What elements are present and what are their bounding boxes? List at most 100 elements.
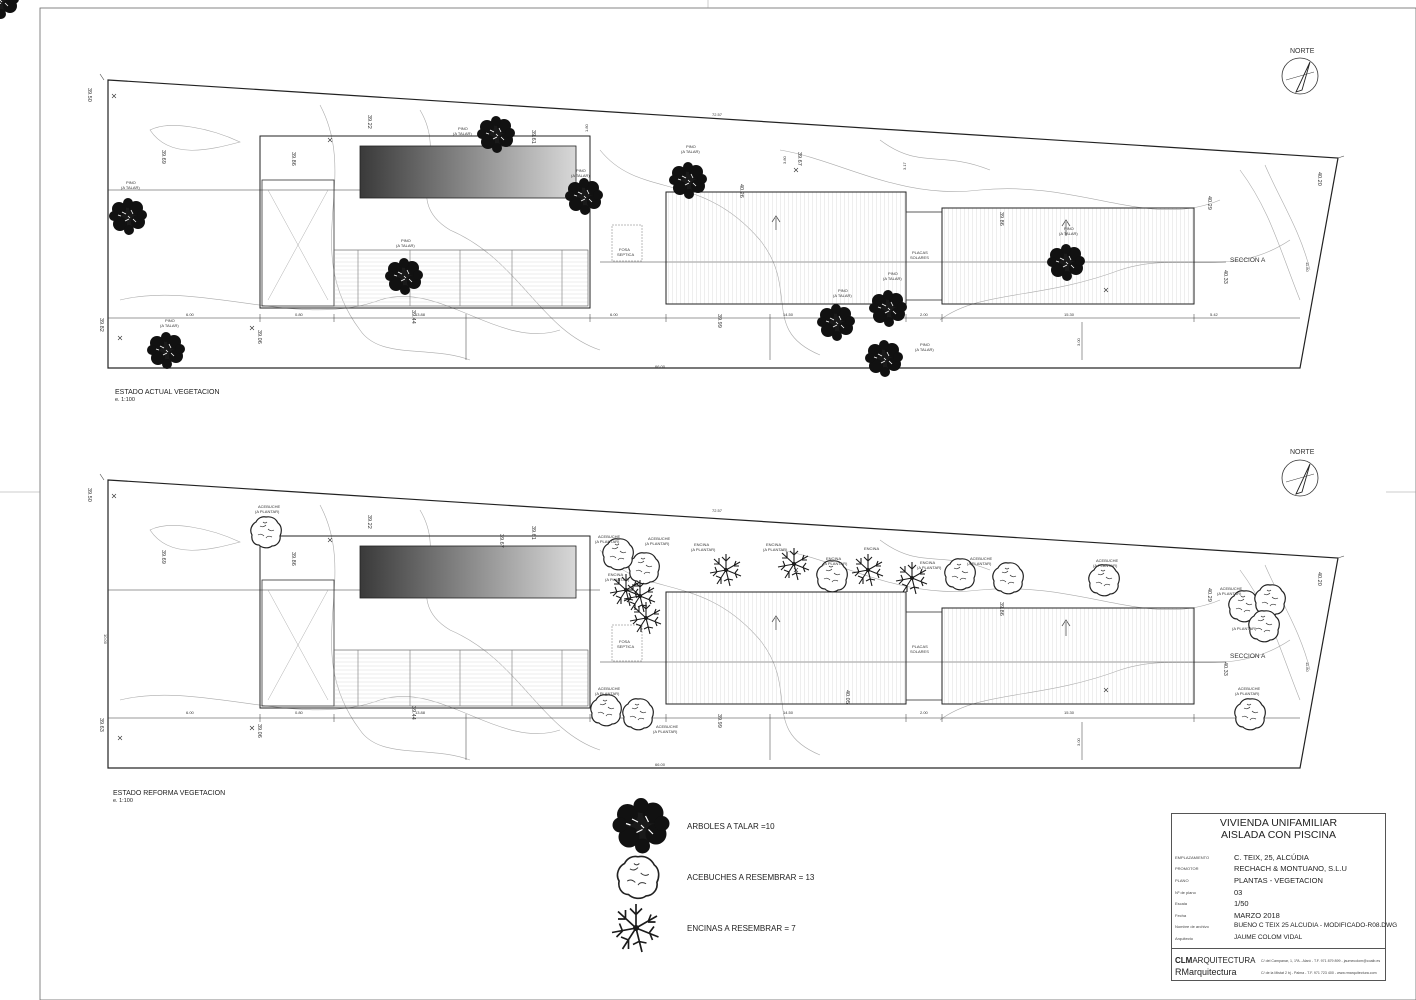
plan-title-actual-text: ESTADO ACTUAL VEGETACION <box>115 389 220 396</box>
seccion-label: SECCION A <box>1230 257 1266 264</box>
tree-encina-icon <box>709 553 742 587</box>
plan-scale-reforma: e. 1:100 <box>113 798 133 804</box>
tree-talar-icon <box>816 303 856 342</box>
level-label: 39.61 <box>530 130 536 144</box>
dim-right-height: 11.80 <box>1305 262 1310 272</box>
encina-label-action: (A PLANTAR) <box>823 561 848 566</box>
acebuche-label-action: (A PLANTAR) <box>645 541 670 546</box>
level-label: 40.29 <box>1206 196 1212 210</box>
plan-estado-actual: NORTE SECCION A FOSA SEPTICA PLACAS SOLA… <box>86 48 1345 378</box>
plan-title-reforma: ESTADO REFORMA VEGETACION e. 1:100 <box>113 790 225 804</box>
plan-estado-reforma: NORTE SECCION A FOSA SEPTICA PLACAS SOLA… <box>86 449 1345 769</box>
tree-talar-icon <box>868 289 908 328</box>
project-title-line2: AISLADA CON PISCINA <box>1221 829 1336 841</box>
level-label: 39.44 <box>410 310 416 324</box>
level-label: 39.06 <box>256 330 262 344</box>
tree-label-action: (A TALAR) <box>453 131 472 136</box>
encina-label-name: ENCINA <box>920 560 935 565</box>
level-label: 40.33 <box>1222 270 1228 284</box>
tree-label-name: PINO <box>401 238 411 243</box>
dim-v-3-00: 3.00 <box>1076 737 1081 746</box>
encina-label-name: ENCINA <box>864 546 879 551</box>
dim-top-length: 72.57 <box>712 112 723 117</box>
level-label: 39.86 <box>998 602 1004 616</box>
tree-talar-icon <box>108 197 148 236</box>
level-label: 39.86 <box>998 212 1004 226</box>
encina-label-name: ENCINA <box>694 542 709 547</box>
level-label: 40.20 <box>1316 572 1322 586</box>
placas-label-1: PLACAS <box>912 250 928 255</box>
tree-talar-icon <box>864 339 904 378</box>
fosa-label-1: FOSA <box>619 247 630 252</box>
level-label: 39.67 <box>498 534 504 548</box>
dim-bottom-length: 66.00 <box>655 364 666 369</box>
acebuche-label-name: ACEBUCHE <box>598 686 621 691</box>
dim-seg-d: 14.50 <box>783 312 794 317</box>
level-label: 39.69 <box>160 150 166 164</box>
dim-seg-a: 0.80 <box>295 710 304 715</box>
tree-acebuche-icon <box>1234 698 1266 731</box>
legend <box>0 0 671 953</box>
level-label: 40.05 <box>844 690 850 704</box>
encina-label-name: ENCINA <box>826 556 841 561</box>
tree-acebuche-icon <box>1088 564 1120 597</box>
legend-encinas-label: ENCINAS A RESEMBRAR = 7 <box>687 924 796 933</box>
level-label: 39.50 <box>86 488 92 502</box>
north-label: NORTE <box>1290 48 1315 55</box>
acebuche-label-name: ACEBUCHE <box>970 556 993 561</box>
project-title: VIVIENDA UNIFAMILIAR AISLADA CON PISCINA <box>1172 817 1385 841</box>
tb-row-num-plano: Nº de plano 03 <box>1175 888 1243 897</box>
dim-left-offset: 6.00 <box>186 710 195 715</box>
level-label: 39.67 <box>796 152 802 166</box>
tree-label-action: (A TALAR) <box>396 243 415 248</box>
tree-label-action: (A TALAR) <box>1059 231 1078 236</box>
tree-label-name: PINO <box>920 342 930 347</box>
encina-label-action: (A PLANTAR) <box>917 565 942 570</box>
logo-clm-address: C/ del Campanar, 1, 1ºA - Alaró - T.F. 9… <box>1261 959 1381 963</box>
legend-talar-icon <box>611 797 671 855</box>
encina-label-action: (A PLANTAR) <box>763 547 788 552</box>
acebuche-label-action: (A PLANTAR) <box>1235 691 1260 696</box>
dim-seg-b: 13.88 <box>415 312 426 317</box>
tb-divider <box>1172 948 1385 949</box>
dim-v-3-80: 3.80 <box>782 155 787 164</box>
dim-seg-d: 14.50 <box>783 710 794 715</box>
logo-clm-bold: CLM <box>1175 956 1193 965</box>
level-label: 39.50 <box>86 88 92 102</box>
tree-talar-icon <box>564 177 604 216</box>
north-arrow-icon <box>1281 57 1319 95</box>
tb-row-fecha: Fecha MARZO 2018 <box>1175 911 1280 920</box>
dim-v-1-80: 1.80 <box>584 123 589 132</box>
dim-v-3-00: 3.00 <box>1076 337 1081 346</box>
level-label: 40.33 <box>1222 662 1228 676</box>
fosa-label-2: SEPTICA <box>617 644 634 649</box>
tree-label-name: PINO <box>576 168 586 173</box>
level-label: 39.99 <box>716 714 722 728</box>
level-label: 40.26 <box>738 184 744 198</box>
acebuche-label-action: (A PLANTAR) <box>595 691 620 696</box>
tb-row-archivo: Nombre de archivo BUENO C TEIX 25 ALCUDI… <box>1175 922 1398 929</box>
tree-label-name: PINO <box>165 318 175 323</box>
tb-row-plano: PLANO PLANTAS - VEGETACION <box>1175 876 1323 885</box>
logo-rm: RMarquitectura <box>1175 967 1237 977</box>
acebuche-label-name: ACEBUCHE <box>1096 558 1119 563</box>
dim-seg-e: 2.00 <box>920 710 929 715</box>
project-title-line1: VIVIENDA UNIFAMILIAR <box>1219 817 1338 829</box>
dim-seg-f: 15.30 <box>1064 312 1075 317</box>
plan-scale-actual: e. 1:100 <box>115 397 135 403</box>
level-label: 39.99 <box>716 314 722 328</box>
tree-label-action: (A TALAR) <box>915 347 934 352</box>
level-label: 40.29 <box>1206 588 1212 602</box>
acebuche-label-name: ACEBUCHE <box>656 724 679 729</box>
tree-label-name: PINO <box>1064 226 1074 231</box>
seccion-label: SECCION A <box>1230 653 1266 660</box>
level-label: 39.63 <box>98 718 104 732</box>
tb-row-emplazamiento: EMPLAZAMIENTO C. TEIX, 25, ALCÚDIA <box>1175 853 1309 862</box>
acebuche-label-action: (A PLANTAR) <box>255 509 280 514</box>
tree-talar-icon <box>146 331 186 370</box>
logo-clm-rest: ARQUITECTURA <box>1192 956 1256 965</box>
legend-encina-icon <box>611 903 660 953</box>
tree-label-name: PINO <box>838 288 848 293</box>
dim-seg-b: 13.88 <box>415 710 426 715</box>
